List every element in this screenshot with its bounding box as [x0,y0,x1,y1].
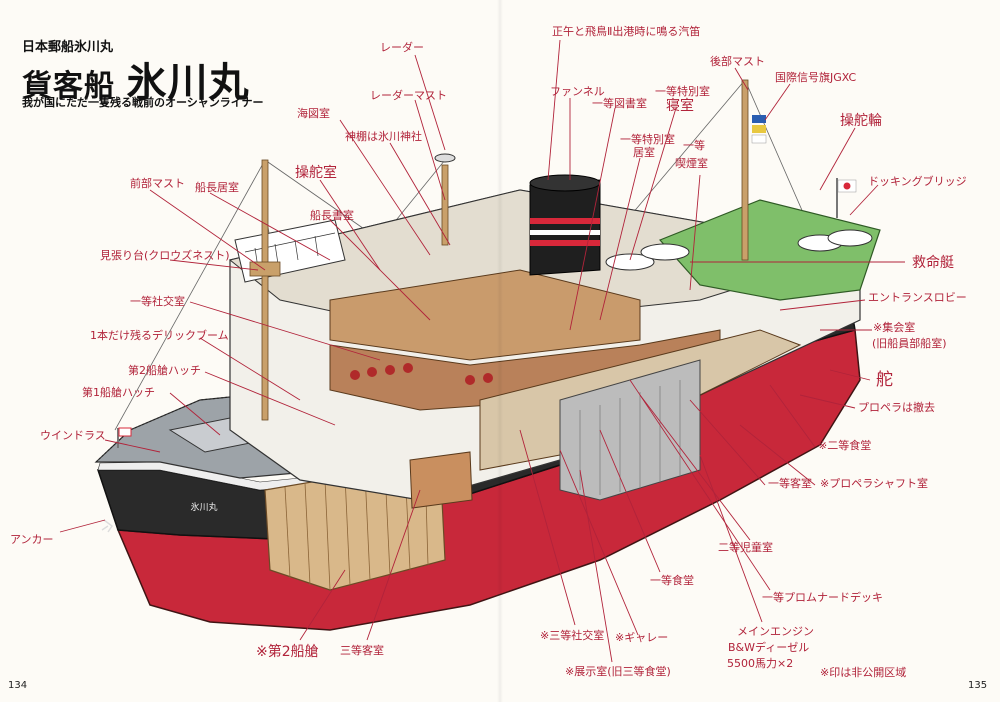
leader-lines [59,39,905,663]
label-engine-b: B&Wディーゼル [728,641,810,654]
signal-flag-2 [752,125,766,133]
label-second-dining: ※二等食堂 [818,439,872,452]
label-second-children: 二等児童室 [718,541,773,554]
label-radar-mast: レーダーマスト [370,89,447,102]
signal-flag-1 [752,115,766,123]
label-aft-mast: 後部マスト [710,55,765,68]
interior-upper-rooms [329,269,641,361]
label-horn: 正午と飛鳥Ⅱ出港時に鳴る汽笛 [552,25,701,38]
label-signal-flags: 国際信号旗JGXC [775,71,857,84]
header-title-prefix: 貨客船 [22,69,115,104]
hull-name-plate [182,498,226,514]
label-first-library: 一等図書室 [592,97,647,110]
funnel-white-band [530,230,600,235]
label-shrine: 神棚は氷川神社 [345,130,422,143]
hull-ship-name: 氷川丸 [190,501,217,513]
label-propeller-shaft: ※プロペラシャフト室 [820,477,928,490]
header-tagline: 我が国にただ一隻残る戦前のオーシャンライナー [22,96,264,109]
funnel-red-band-2 [530,240,600,246]
header-title-main: 氷川丸 [126,60,250,106]
lifeboat-1 [605,253,655,271]
label-first-special-top2: 寝室 [666,98,694,114]
signal-flag-3 [751,134,767,144]
label-exhibit: ※展示室(旧三等食堂) [565,665,671,678]
label-first-promenade: 一等プロムナードデッキ [762,591,883,604]
label-galley: ※ギャレー [615,631,669,644]
label-captain-room: 船長居室 [195,181,239,194]
label-first-dining: 一等食堂 [650,574,694,587]
third-cabin-cube [409,451,473,509]
label-hatch1: 第1船艙ハッチ [82,386,155,399]
label-crows-nest: 見張り台(クロウズネスト) [100,249,230,262]
funnel-top [529,174,601,192]
label-funnel: ファンネル [550,85,605,98]
header-title: 貨客船 氷川丸 [22,50,249,108]
label-third-social: ※三等社交室 [540,629,605,642]
label-anchor: アンカー [10,533,54,546]
label-first-cabin: 一等客室 [768,477,812,490]
aft-mast [741,79,749,261]
label-hatch2: 第2船艙ハッチ [128,364,201,377]
page-gutter [497,0,503,702]
label-windlass: ウインドラス [40,429,106,442]
label-first-special-top: 一等特別室 [655,85,710,98]
label-officer-room: 船長書室 [310,209,354,222]
flag-pole [836,178,838,218]
label-engine-a: メインエンジン [737,625,814,638]
hinomaru-sun [843,182,851,190]
label-steering-wheel: 操舵輪 [840,113,882,129]
label-entrance-lobby: エントランスロビー [868,291,967,304]
label-hold2: ※第2船艙 [256,644,319,660]
engine-room [559,359,701,501]
label-first-smoking-b: 喫煙室 [675,157,708,170]
label-lifeboat: 救命艇 [912,255,954,271]
lifeboat-4 [827,229,873,247]
label-docking-bridge: ドッキングブリッジ [868,175,967,188]
label-rudder: 舵 [876,370,893,390]
anchor-shape [101,519,114,533]
label-foremast: 前部マスト [130,177,185,190]
label-chart-room: 海図室 [297,107,330,120]
aft-green-deck [658,199,881,301]
bow-flag [118,427,132,437]
label-first-social: 一等社交室 [130,295,185,308]
page-number-left: 134 [8,680,28,691]
radar-antenna [434,153,456,163]
page-number-right: 135 [968,680,988,691]
label-third-cabin: 三等客室 [340,644,384,657]
jack-staff [117,428,119,448]
label-first-smoking-a: 一等 [683,139,705,152]
social-room-chairs [350,363,493,385]
label-derrick: 1本だけ残るデリックブーム [90,329,229,342]
label-first-special-living: 一等特別室 [620,133,675,146]
label-assembly-b: (旧船員部船室) [872,337,947,350]
crows-nest [249,261,281,277]
label-first-special-living2: 居室 [633,146,655,159]
label-assembly-a: ※集会室 [873,321,916,334]
radar-mast [441,164,449,246]
label-wheelhouse: 操舵室 [295,165,337,181]
foremast [261,159,269,421]
lifeboat-2 [640,243,690,261]
header-subtitle: 日本郵船氷川丸 [22,40,114,55]
funnel-red-band-1 [530,218,600,224]
label-propeller: プロペラは撤去 [858,401,935,414]
funnel [529,179,601,276]
nonpublic-note: ※印は非公開区域 [820,666,907,679]
label-radar: レーダー [380,41,424,54]
label-engine-c: 5500馬力×2 [727,657,794,670]
